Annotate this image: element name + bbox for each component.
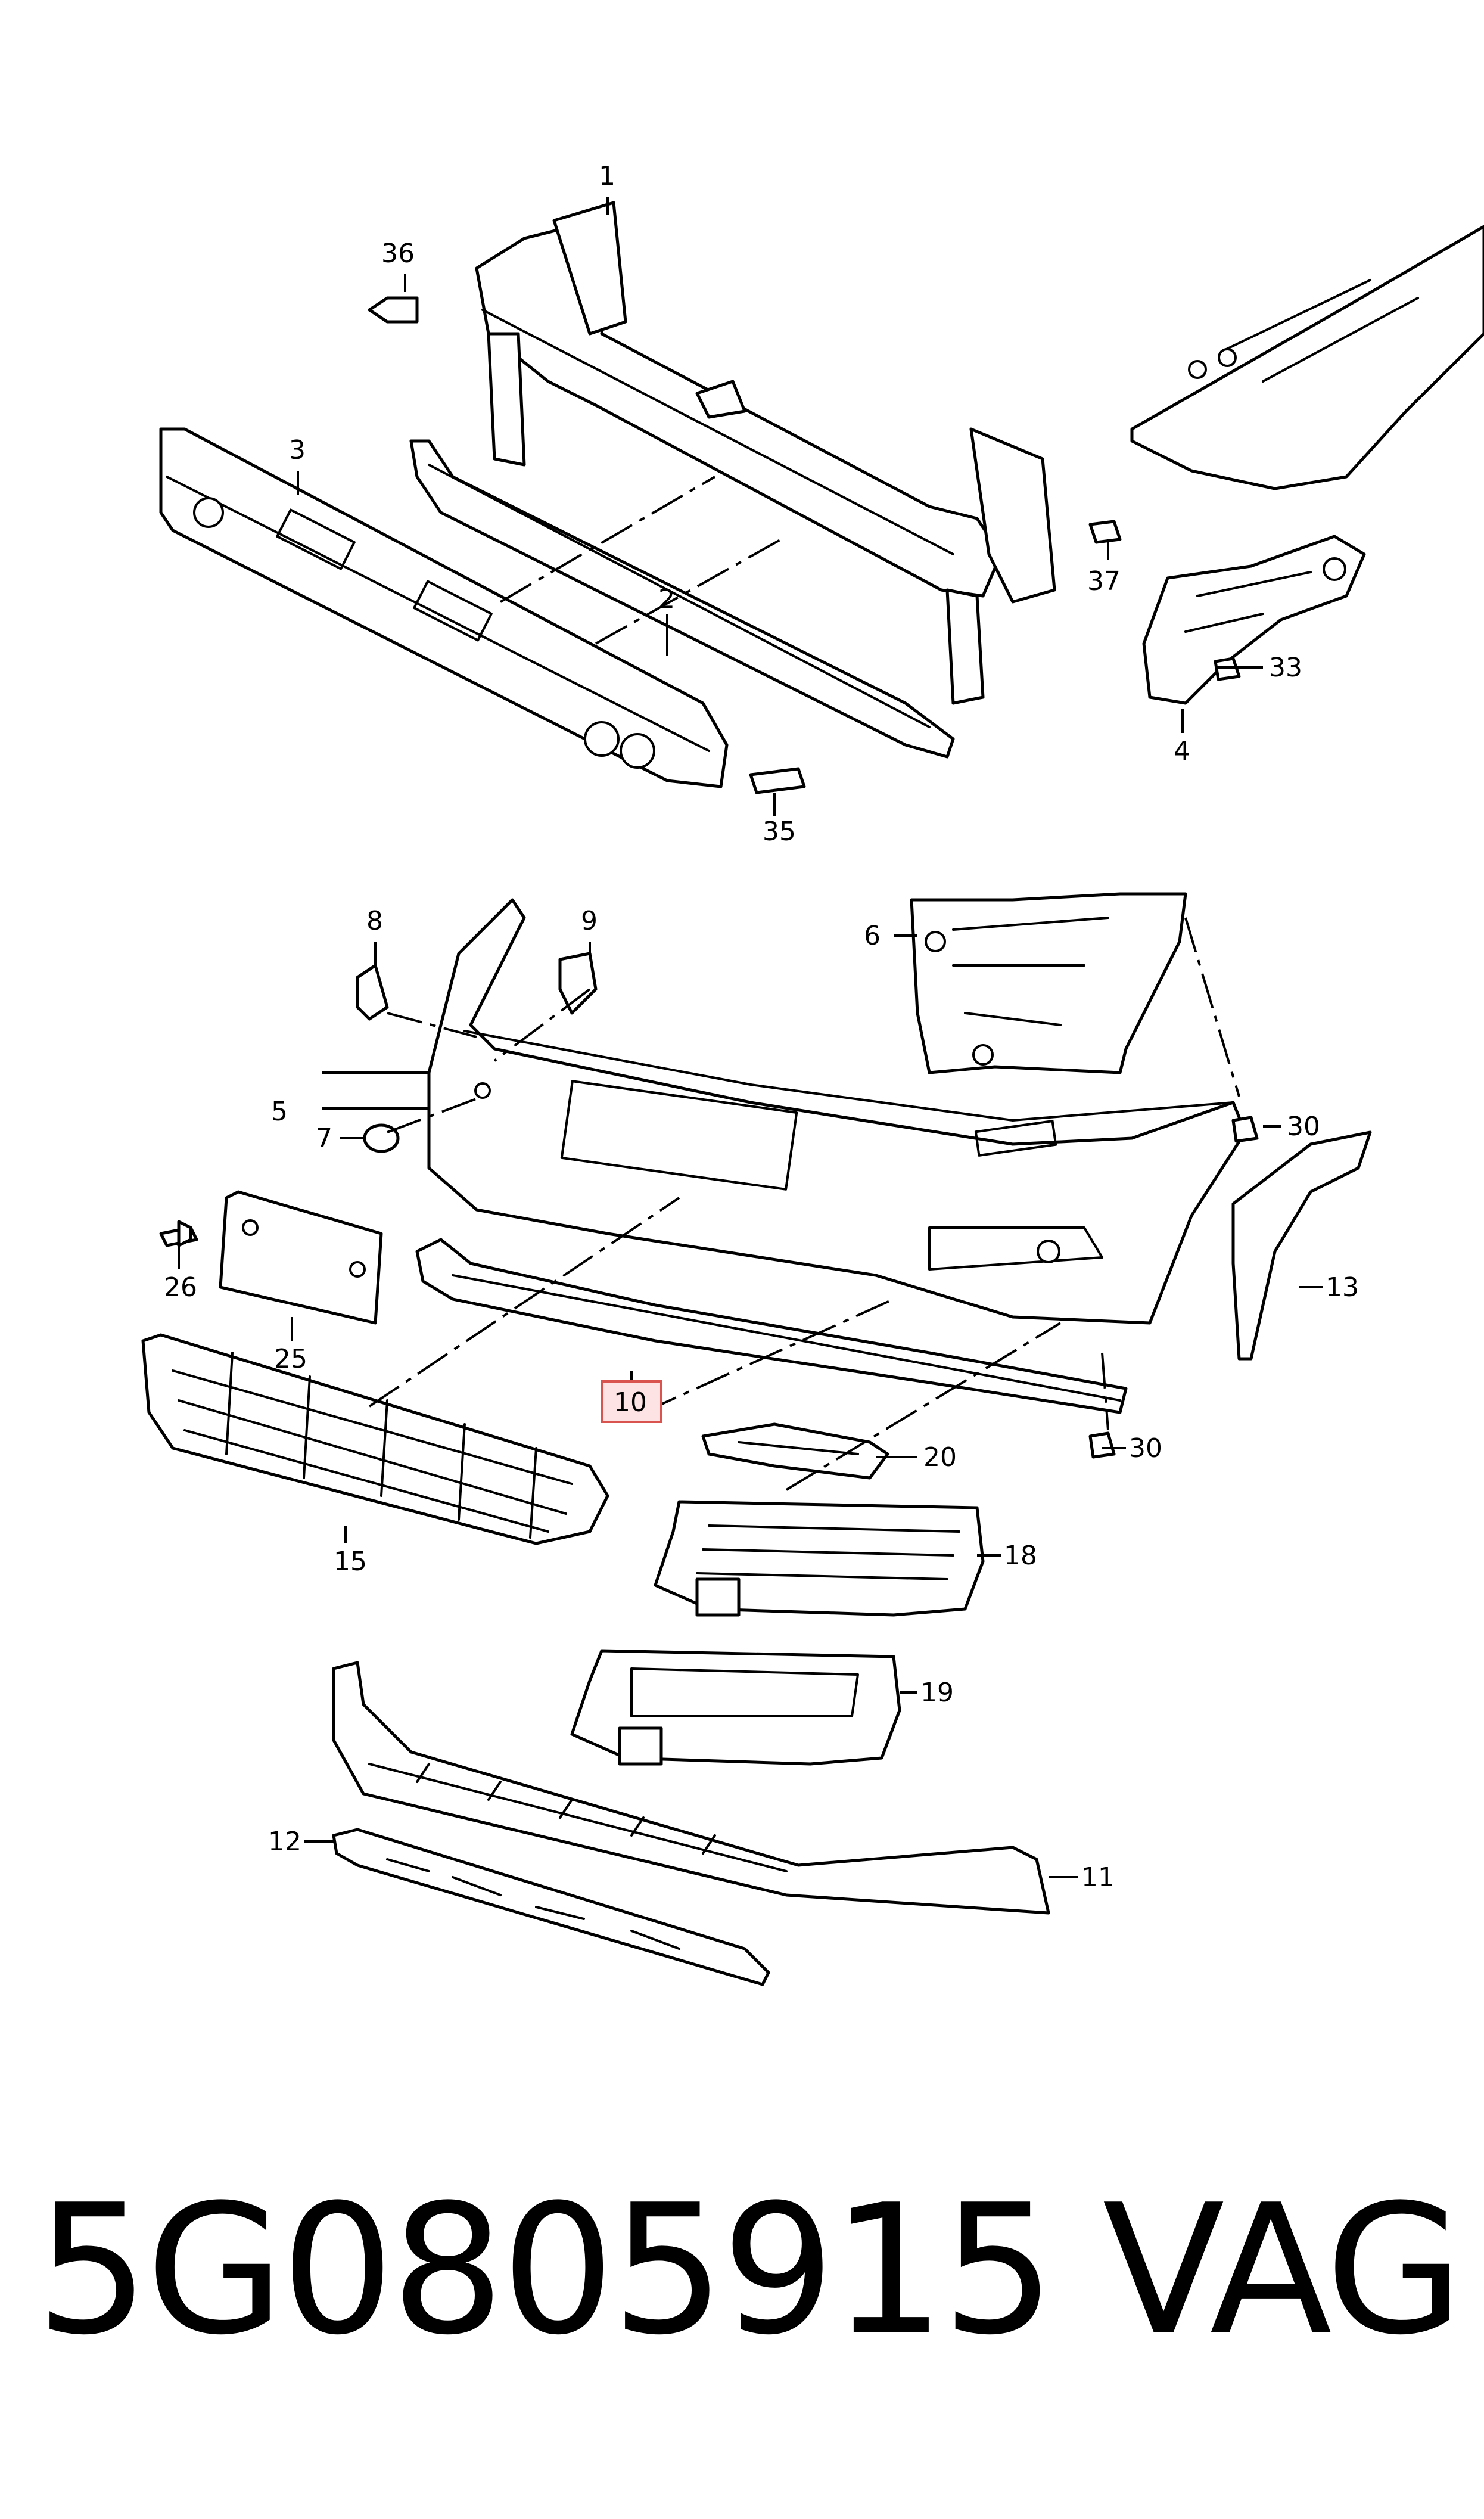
brand-name: VAG — [1102, 2166, 1464, 2374]
part-3-foam-absorber — [159, 427, 729, 788]
callout-11: 11 — [1081, 1862, 1115, 1893]
callout-36: 36 — [381, 238, 415, 269]
bolt-36 — [368, 296, 419, 324]
part-13-arch-trim — [1231, 1130, 1372, 1361]
bolt-37 — [1088, 520, 1122, 544]
callout-labels: 1 36 3 2 37 33 4 35 6 8 9 5 7 30 13 26 2… — [164, 161, 1359, 1893]
part-6-side-guide — [910, 892, 1187, 1074]
part-1-bumper-reinforcement — [475, 201, 1056, 705]
callout-20: 20 — [923, 1442, 957, 1473]
callout-18: 18 — [1004, 1540, 1037, 1571]
part-18-fog-grille — [654, 1500, 985, 1617]
callout-30-lower: 30 — [1129, 1433, 1162, 1464]
callout-2: 2 — [658, 584, 675, 614]
callout-30-upper: 30 — [1287, 1111, 1320, 1142]
callout-4: 4 — [1174, 736, 1190, 766]
callout-12: 12 — [268, 1827, 301, 1857]
part-11-lower-spoiler — [332, 1661, 1050, 1915]
screw-30-a — [1231, 1116, 1259, 1143]
part-2-energy-absorber — [409, 439, 955, 759]
part-9-small-bracket — [558, 952, 598, 1015]
part-20-grille-insert — [701, 1422, 889, 1480]
part-8-small-bracket — [356, 964, 389, 1021]
fasteners — [368, 296, 1259, 1459]
callout-9: 9 — [581, 906, 598, 936]
callout-7: 7 — [316, 1123, 332, 1154]
callout-26: 26 — [164, 1272, 197, 1303]
callout-33: 33 — [1269, 653, 1302, 683]
part-number: 5G0805915 — [36, 2166, 1055, 2374]
leader-lines — [178, 197, 1323, 1878]
callout-5: 5 — [271, 1097, 288, 1127]
callout-13: 13 — [1326, 1272, 1359, 1303]
callout-8: 8 — [366, 906, 383, 936]
part-26-clip — [159, 1220, 198, 1247]
callout-15: 15 — [334, 1546, 367, 1577]
highlight-box-part-10 — [601, 1380, 662, 1423]
part-19-fog-frame — [570, 1649, 901, 1766]
part-5-bumper-cover — [427, 898, 1247, 1325]
callout-25: 25 — [274, 1344, 307, 1374]
callout-1: 1 — [599, 161, 615, 191]
part-15-lower-grille — [141, 1333, 609, 1545]
part-12-skid-plate — [332, 1828, 770, 1986]
callout-10: 10 — [614, 1387, 647, 1418]
callout-6: 6 — [864, 921, 881, 951]
callout-37: 37 — [1087, 566, 1121, 597]
fender — [1130, 225, 1484, 490]
callout-19: 19 — [920, 1678, 954, 1708]
callout-35: 35 — [763, 816, 796, 847]
clip-35 — [749, 767, 806, 794]
part-4-bracket — [1142, 535, 1366, 705]
part-10-trim-strip — [415, 1238, 1128, 1414]
nut-33 — [1214, 657, 1241, 681]
callout-3: 3 — [289, 435, 306, 465]
part-25-plate-holder — [219, 1190, 383, 1325]
screw-30-b — [1088, 1431, 1116, 1459]
